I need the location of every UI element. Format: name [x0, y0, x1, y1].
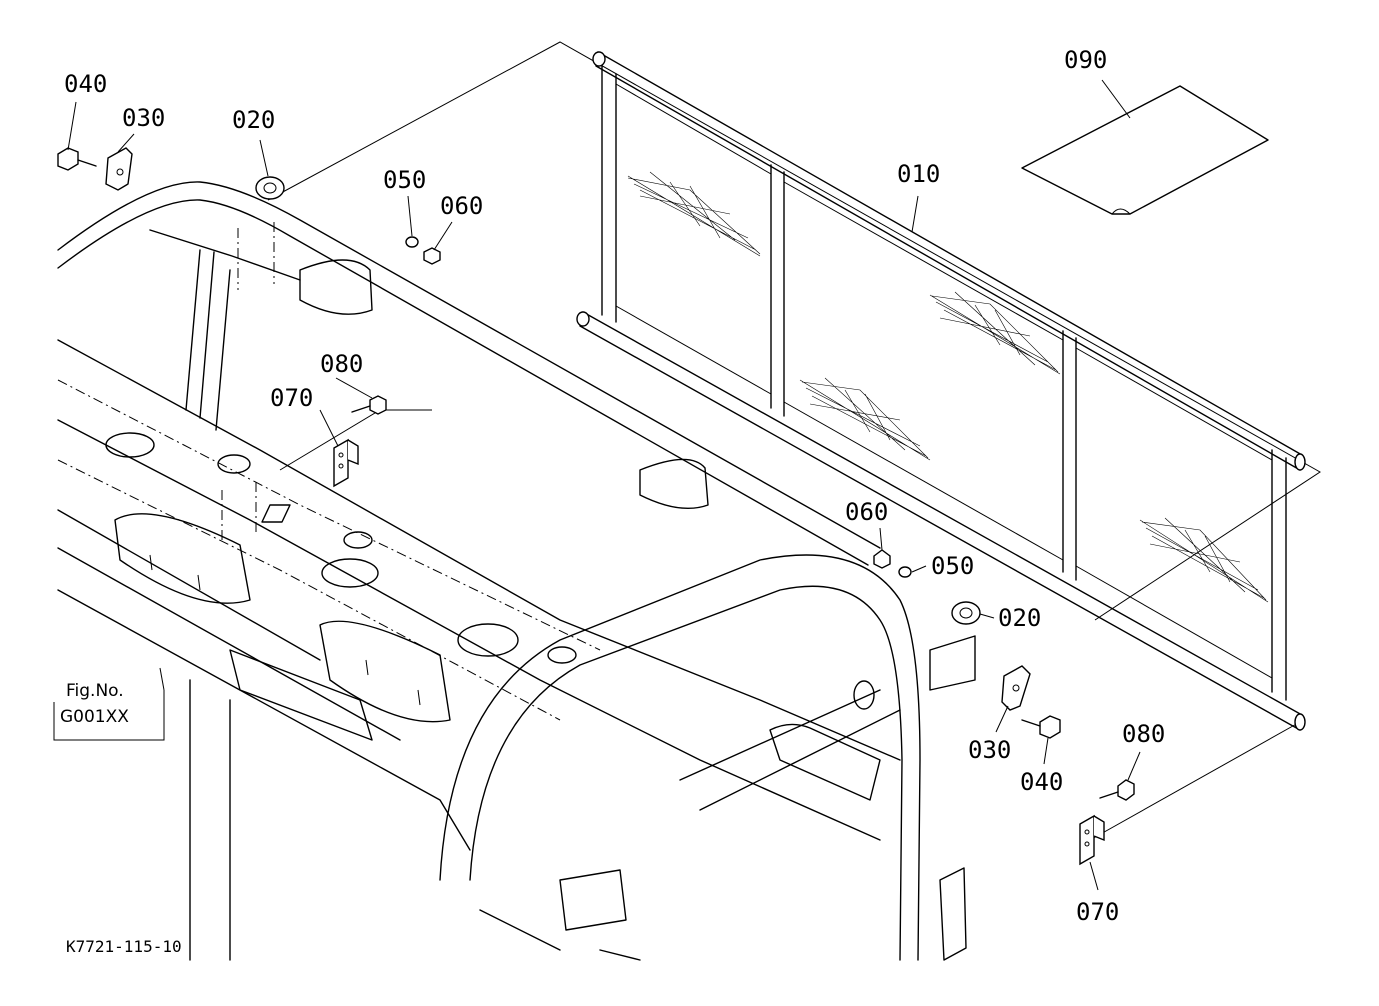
leader-lines: [53, 79, 1141, 891]
rubber-cushion-020-top: [255, 176, 285, 200]
bolt-040-top: [57, 147, 97, 171]
callout-080-right: 080: [1122, 720, 1165, 748]
callout-020-right: 020: [998, 604, 1041, 632]
callout-030-top: 030: [122, 104, 165, 132]
rubber-cushion-020-right: [951, 601, 981, 625]
callout-010: 010: [897, 160, 940, 188]
callout-labels: 040 030 020 050 060 090 010 080 070 060 …: [64, 46, 1165, 926]
warning-label-sheet: [1021, 85, 1269, 215]
callout-050-top: 050: [383, 166, 426, 194]
nut-060-right: [873, 549, 891, 569]
callout-070-right: 070: [1076, 898, 1119, 926]
callout-060-top: 060: [440, 192, 483, 220]
mesh-patch: [627, 171, 1269, 603]
bolt-040-right: [1021, 715, 1061, 739]
callout-090: 090: [1064, 46, 1107, 74]
washer-050-right: [898, 566, 912, 578]
figure-reference: Fig.No. G001XX: [60, 681, 129, 727]
callout-050-right: 050: [931, 552, 974, 580]
callout-060-right: 060: [845, 498, 888, 526]
callout-040-top: 040: [64, 70, 107, 98]
bolt-080-right: [1099, 779, 1135, 801]
callout-030-right: 030: [968, 736, 1011, 764]
drawing-number: K7721-115-10: [66, 937, 182, 956]
bracket-070-left: [333, 438, 359, 488]
rear-guard-panel: [576, 51, 1306, 731]
callout-040-right: 040: [1020, 768, 1063, 796]
callout-080-left: 080: [320, 350, 363, 378]
figure-reference-line1: Fig.No.: [66, 681, 124, 701]
bracket-030-top: [105, 147, 133, 191]
washer-050-top: [405, 236, 419, 248]
bolt-080-left: [351, 395, 387, 415]
bracket-070-right: [1079, 814, 1105, 866]
figure-reference-line2: G001XX: [60, 707, 129, 727]
nut-060-top: [423, 247, 441, 265]
upper-assembly-plane: [267, 41, 1321, 621]
callout-020-top: 020: [232, 106, 275, 134]
vehicle-bed-structure: [57, 181, 976, 961]
bracket-030-right: [1001, 665, 1031, 711]
lower-assembly-plane: [279, 409, 1301, 841]
callout-070-left: 070: [270, 384, 313, 412]
